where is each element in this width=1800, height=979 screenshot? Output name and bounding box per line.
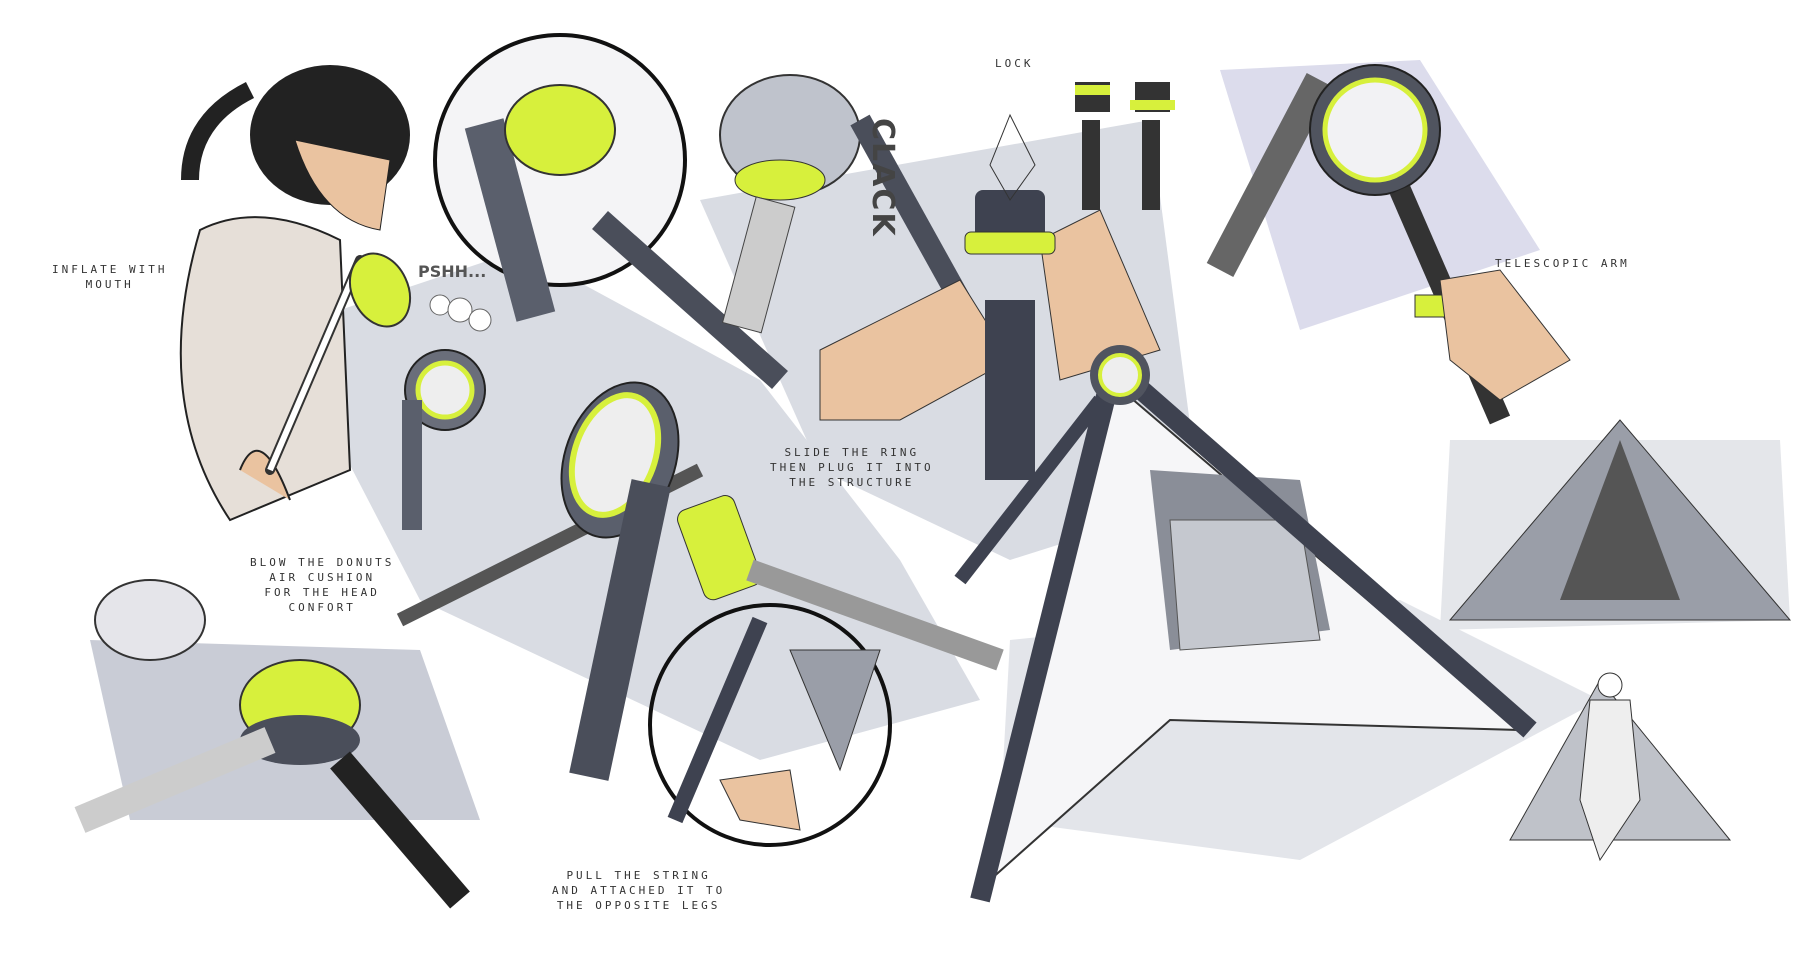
small-disc-sketch — [402, 349, 486, 530]
label-blow-donuts: BLOW THE DONUTS AIR CUSHION FOR THE HEAD… — [250, 556, 395, 614]
small-tripod-sketch — [1448, 419, 1792, 862]
valve-pump-sketch — [719, 74, 970, 334]
pump-head-detail-circle — [433, 33, 788, 389]
main-pump-sketch — [396, 381, 1004, 781]
lock-detail-sketch — [989, 82, 1175, 210]
hands-ring-sketch — [819, 190, 1161, 480]
donut-cushion-sketch — [74, 579, 470, 909]
label-inflate-with-mouth: INFLATE WITH MOUTH — [52, 263, 168, 291]
label-pull-string: PULL THE STRING AND ATTACHED IT TO THE O… — [552, 869, 726, 912]
label-slide-ring: SLIDE THE RING THEN PLUG IT INTO THE STR… — [770, 446, 934, 489]
string-detail-circle — [648, 603, 892, 847]
telescopic-arm-sketch — [1206, 64, 1571, 425]
label-lock: LOCK — [995, 57, 1034, 70]
tripod-chair-sketch — [954, 345, 1537, 903]
label-telescopic-arm: TELESCOPIC ARM — [1495, 257, 1630, 270]
label-clack: CLACK — [865, 118, 900, 238]
girl-inflating-sketch — [179, 65, 492, 522]
label-pshh: PSHH... — [418, 262, 487, 281]
